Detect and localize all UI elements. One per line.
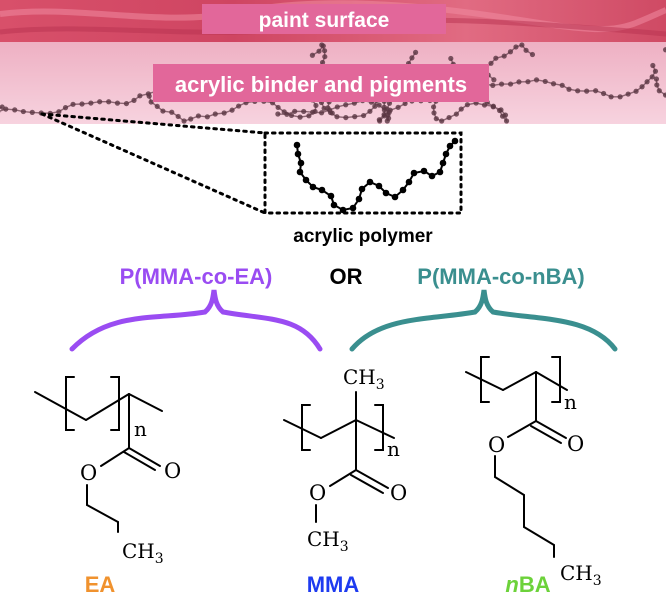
nba-carbonyl-oxygen: O: [567, 432, 584, 456]
monomer-label-ea: EA: [85, 572, 116, 597]
mma-ch3: CH3: [307, 527, 349, 555]
or-label: OR: [330, 264, 363, 289]
ea-ch3: CH3: [122, 539, 164, 567]
polymer-chain: [293, 137, 459, 214]
nba-ester-oxygen: O: [488, 433, 505, 457]
mma-structure: [283, 391, 395, 523]
copolymer-label-ea: P(MMA-co-EA): [120, 264, 273, 289]
mma-repeat-n: n: [387, 437, 400, 461]
mma-carbonyl-oxygen: O: [390, 481, 407, 505]
ea-structure: [34, 376, 163, 533]
acrylic-polymer-label: acrylic polymer: [293, 226, 433, 247]
nba-ch3: CH3: [560, 561, 602, 589]
nba-structure: [465, 356, 568, 558]
nba-repeat-n: n: [564, 390, 577, 414]
paint-surface-label: paint surface: [259, 9, 390, 32]
binder-label: acrylic binder and pigments: [175, 72, 467, 97]
ea-carbonyl-oxygen: O: [164, 459, 181, 483]
inset-box: [263, 131, 463, 215]
ea-ester-oxygen: O: [80, 461, 97, 485]
copolymer-label-nba: P(MMA-co-nBA): [417, 264, 584, 289]
mma-ester-oxygen: O: [309, 481, 326, 505]
ea-repeat-n: n: [134, 417, 147, 441]
monomer-label-nba: nBA: [505, 572, 550, 597]
binder-label-box: acrylic binder and pigments: [153, 64, 489, 102]
paint-surface-label-box: paint surface: [202, 4, 446, 34]
right-brace: [349, 289, 618, 352]
left-brace: [69, 289, 323, 352]
mma-methyl: CH3: [343, 365, 385, 393]
monomer-label-mma: MMA: [307, 572, 360, 597]
zoom-callout: [40, 112, 463, 215]
